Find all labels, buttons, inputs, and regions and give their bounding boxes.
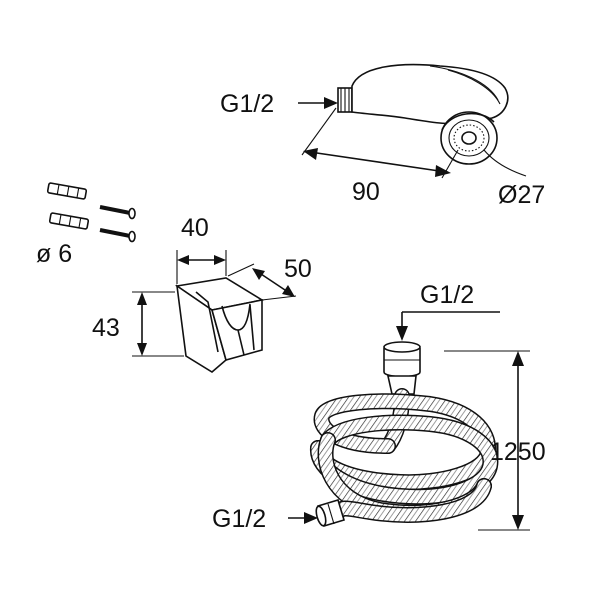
shower-hose <box>310 341 499 527</box>
holder-depth-label: 50 <box>284 255 312 283</box>
dowel-top <box>46 182 88 200</box>
hose-length-dimension: 1250 <box>444 350 546 531</box>
hand-shower <box>337 63 509 165</box>
holder-height-label: 43 <box>92 314 120 342</box>
hand-shower-length-dimension: 90 <box>301 107 459 206</box>
dowel-bottom <box>48 212 90 230</box>
holder-width-dimension: 40 <box>176 214 227 284</box>
holder-front-face <box>175 284 227 373</box>
hand-shower-diameter-label: Ø27 <box>498 181 545 209</box>
screw-top <box>99 205 136 220</box>
hand-shower-thread-callout: G1/2 <box>220 90 338 118</box>
hose-bottom-nut <box>315 499 345 527</box>
hose-length-label: 1250 <box>490 438 546 466</box>
hose-thread-bottom-label: G1/2 <box>212 505 266 533</box>
hose-thread-top-label: G1/2 <box>420 281 474 309</box>
hand-shower-length-label: 90 <box>352 178 380 206</box>
hand-shower-thread-label: G1/2 <box>220 90 274 118</box>
hand-shower-diameter-callout: Ø27 <box>483 149 545 209</box>
hand-shower-body <box>351 63 509 125</box>
holder-width-label: 40 <box>181 214 209 242</box>
holder-depth-dimension: 50 <box>227 255 312 301</box>
dowel-diameter-label: ø 6 <box>36 240 72 268</box>
hose-thread-bottom-callout: G1/2 <box>212 505 318 533</box>
mounting-screws-and-dowels: ø 6 <box>36 182 136 268</box>
hose-thread-top-callout: G1/2 <box>396 281 500 341</box>
holder-height-dimension: 43 <box>92 291 184 357</box>
screw-bottom <box>99 228 136 243</box>
wall-holder <box>174 277 265 373</box>
